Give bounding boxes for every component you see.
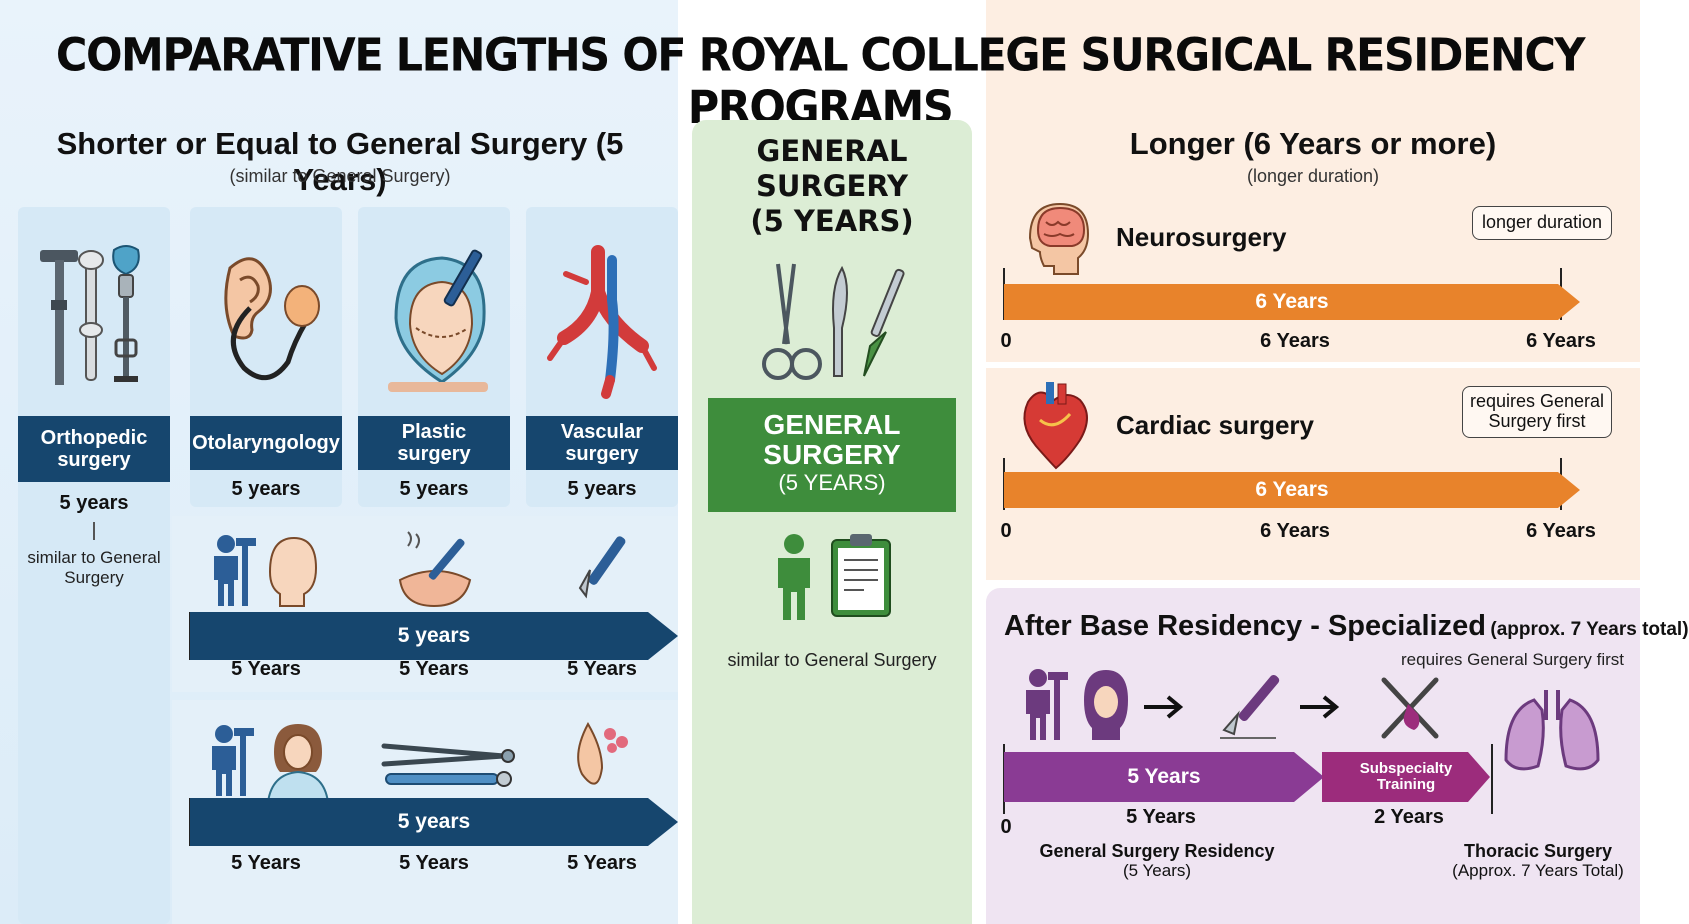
row2-tick-1: 5 Years — [231, 852, 301, 874]
ear-stethoscope-icon — [224, 257, 320, 380]
ortho-label: Orthopedic surgery — [18, 416, 170, 482]
page-title: COMPARATIVE LENGTHS OF ROYAL COLLEGE SUR… — [55, 29, 1586, 135]
row1-tick-2: 5 Years — [399, 658, 469, 680]
neuro-mid: 6 Years — [1260, 330, 1330, 352]
general-surgery-panel — [692, 120, 972, 924]
purple-scalpel-icon — [1220, 674, 1280, 739]
forceps-icon — [381, 743, 515, 787]
ortho-note: similar to General Surgery — [27, 548, 161, 588]
row2-tick-3: 5 Years — [567, 852, 637, 874]
row1-tick-3: 5 Years — [567, 658, 637, 680]
plastic-label: Plastic surgery — [358, 416, 510, 470]
cardiac-zero: 0 — [1000, 520, 1012, 542]
brain-head-icon — [1028, 202, 1090, 275]
specialized-heading-main: After Base Residency - Specialized — [1004, 610, 1486, 642]
left-heading: Shorter or Equal to General Surgery (5 Y… — [56, 126, 624, 197]
face-scalpel-icon — [388, 249, 488, 392]
neuro-end: 6 Years — [1526, 330, 1596, 352]
subspecialty-line2: Training — [1376, 776, 1436, 793]
box-line2: SURGERY — [763, 439, 901, 471]
gs-residency-title: General Surgery Residency — [1039, 841, 1275, 861]
breast-icon — [577, 721, 628, 785]
gs-residency-label: General Surgery Residency (5 Years) — [1016, 841, 1298, 880]
cardiac-arrow: 6 Years — [1004, 472, 1580, 508]
thoracic-title: Thoracic Surgery — [1463, 841, 1613, 861]
neurosurgery-badge: longer duration — [1472, 206, 1612, 240]
thoracic-label: Thoracic Surgery (Approx. 7 Years Total) — [1440, 841, 1636, 880]
arrow-right-icon-1 — [1144, 695, 1184, 719]
row2-arrow: 5 years — [190, 798, 678, 846]
ortho-connector — [93, 522, 95, 540]
orthopedic-tools-icon — [40, 245, 140, 385]
cardiac-badge: requires General Surgery first — [1462, 386, 1612, 438]
subspecialty-arrow: Subspecialty Training — [1322, 752, 1490, 802]
incision-icon — [398, 531, 472, 608]
neurosurgery-name: Neurosurgery — [1116, 222, 1287, 252]
plastic-years: 5 years — [399, 478, 469, 500]
neurosurgery-arrow: 6 Years — [1004, 284, 1580, 320]
scalpel-icon — [578, 536, 626, 599]
specialized-heading-small: (approx. 7 Years total) — [1490, 619, 1689, 640]
right-subheading: (longer duration) — [1246, 166, 1380, 186]
cardiac-mid: 6 Years — [1260, 520, 1330, 542]
surgical-instruments-icon — [762, 263, 905, 380]
cardiac-end: 6 Years — [1526, 520, 1596, 542]
vascular-years: 5 years — [567, 478, 637, 500]
purple-scissors-icon — [1381, 677, 1439, 739]
box-line3: (5 YEARS) — [778, 470, 886, 496]
arrow-right-icon-2 — [1300, 695, 1340, 719]
right-heading: Longer (6 Years or more) — [1129, 126, 1497, 161]
subspecialty-line1: Subspecialty — [1359, 760, 1453, 778]
ortho-years: 5 years — [59, 492, 129, 514]
person-tools-icon — [214, 535, 318, 607]
general-surgery-caption: similar to General Surgery — [727, 650, 937, 670]
specialized-t1: 5 Years — [1126, 806, 1196, 828]
person-doctor-icon — [212, 724, 330, 803]
right-divider — [986, 362, 1640, 368]
specialized-end-tick — [1491, 744, 1493, 814]
cardiac-badge-line2: Surgery first — [1488, 411, 1586, 431]
specialized-t2: 2 Years — [1374, 806, 1444, 828]
gs-residency-sub: (5 Years) — [1122, 860, 1192, 880]
cardiac-surgery-name: Cardiac surgery — [1116, 410, 1314, 440]
lungs-icon — [1504, 690, 1600, 771]
purple-person-tools-icon — [1026, 669, 1128, 740]
general-surgery-arrow: 5 Years — [1004, 752, 1324, 802]
surgeon-clipboard-icon — [778, 534, 891, 620]
left-subheading: (similar to General Surgery) — [229, 166, 451, 186]
otolaryngology-label: Otolaryngology — [190, 416, 342, 470]
general-surgery-heading-line2: (5 YEARS) — [750, 203, 914, 238]
otolaryngology-years: 5 years — [231, 478, 301, 500]
row2-tick-2: 5 Years — [399, 852, 469, 874]
vascular-label: Vascular surgery — [526, 416, 678, 470]
general-surgery-heading-line1: GENERAL SURGERY — [755, 134, 909, 203]
specialized-zero: 0 — [1000, 816, 1012, 838]
general-surgery-heading: GENERAL SURGERY (5 YEARS) — [692, 134, 972, 238]
row1-arrow: 5 years — [190, 612, 678, 660]
neuro-zero: 0 — [1000, 330, 1012, 352]
blood-vessels-icon — [547, 245, 657, 399]
row1-tick-1: 5 Years — [231, 658, 301, 680]
thoracic-sub: (Approx. 7 Years Total) — [1452, 860, 1624, 880]
cardiac-badge-line1: requires General — [1469, 391, 1605, 412]
specialized-heading: After Base Residency - Specialized (appr… — [1004, 610, 1689, 643]
heart-icon — [1023, 382, 1088, 470]
general-surgery-box: GENERAL SURGERY (5 YEARS) — [708, 398, 956, 512]
box-line1: GENERAL — [763, 409, 901, 440]
specialized-note: requires General Surgery first — [1401, 650, 1624, 669]
